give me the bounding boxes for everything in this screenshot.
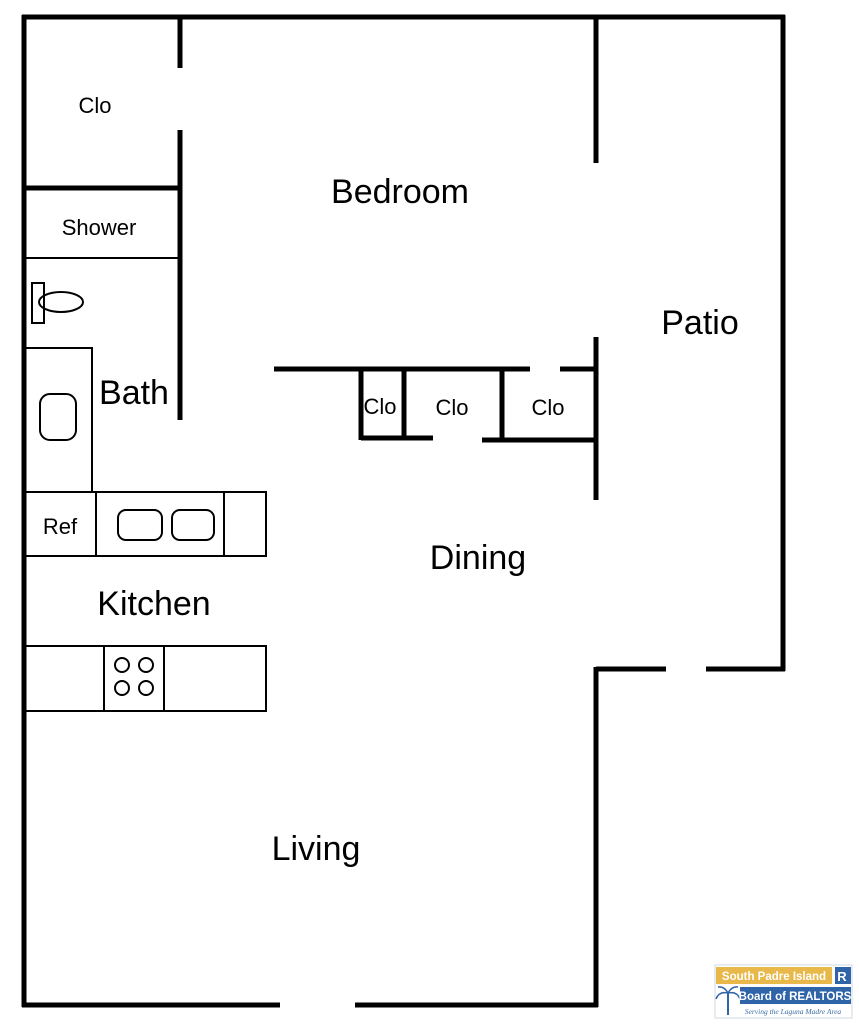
lower-counter <box>23 645 267 712</box>
logo-gold-bar <box>716 967 832 984</box>
toilet-icon <box>31 282 84 324</box>
svg-text:R: R <box>837 969 847 984</box>
logo-r-mark <box>835 967 851 984</box>
fixtures <box>23 282 267 712</box>
logo-tagline: Serving the Laguna Madre Area <box>745 1007 842 1016</box>
label-patio: Patio <box>661 304 739 342</box>
label-ref: Ref <box>43 514 78 539</box>
logo-line2: Board of REALTORS <box>739 991 852 1003</box>
label-kitchen: Kitchen <box>97 585 210 623</box>
label-clo-right: Clo <box>531 395 564 420</box>
logo-line1: South Padre Island <box>722 971 826 983</box>
label-clo-small: Clo <box>363 394 396 419</box>
label-bedroom: Bedroom <box>331 173 469 211</box>
exterior-walls <box>21 14 786 1008</box>
label-dining: Dining <box>430 539 526 577</box>
label-clo-top: Clo <box>78 93 111 118</box>
double-sink-left-icon <box>117 509 163 541</box>
label-shower: Shower <box>62 215 137 240</box>
room-labels: Clo Shower Bedroom Patio Bath Clo Clo Cl… <box>43 93 739 868</box>
vanity <box>23 347 93 493</box>
label-living: Living <box>272 830 361 868</box>
sink-icon <box>39 393 77 441</box>
interior-walls <box>24 17 599 500</box>
double-sink-right-icon <box>171 509 215 541</box>
label-clo-mid: Clo <box>435 395 468 420</box>
upper-counter <box>23 491 267 557</box>
label-bath: Bath <box>99 374 169 412</box>
realtors-logo: R South Padre Island Board of REALTORS S… <box>714 964 853 1019</box>
palm-tree-icon <box>715 986 741 1015</box>
logo-blue-bar <box>740 987 851 1004</box>
stove-burners-icon <box>114 657 154 696</box>
